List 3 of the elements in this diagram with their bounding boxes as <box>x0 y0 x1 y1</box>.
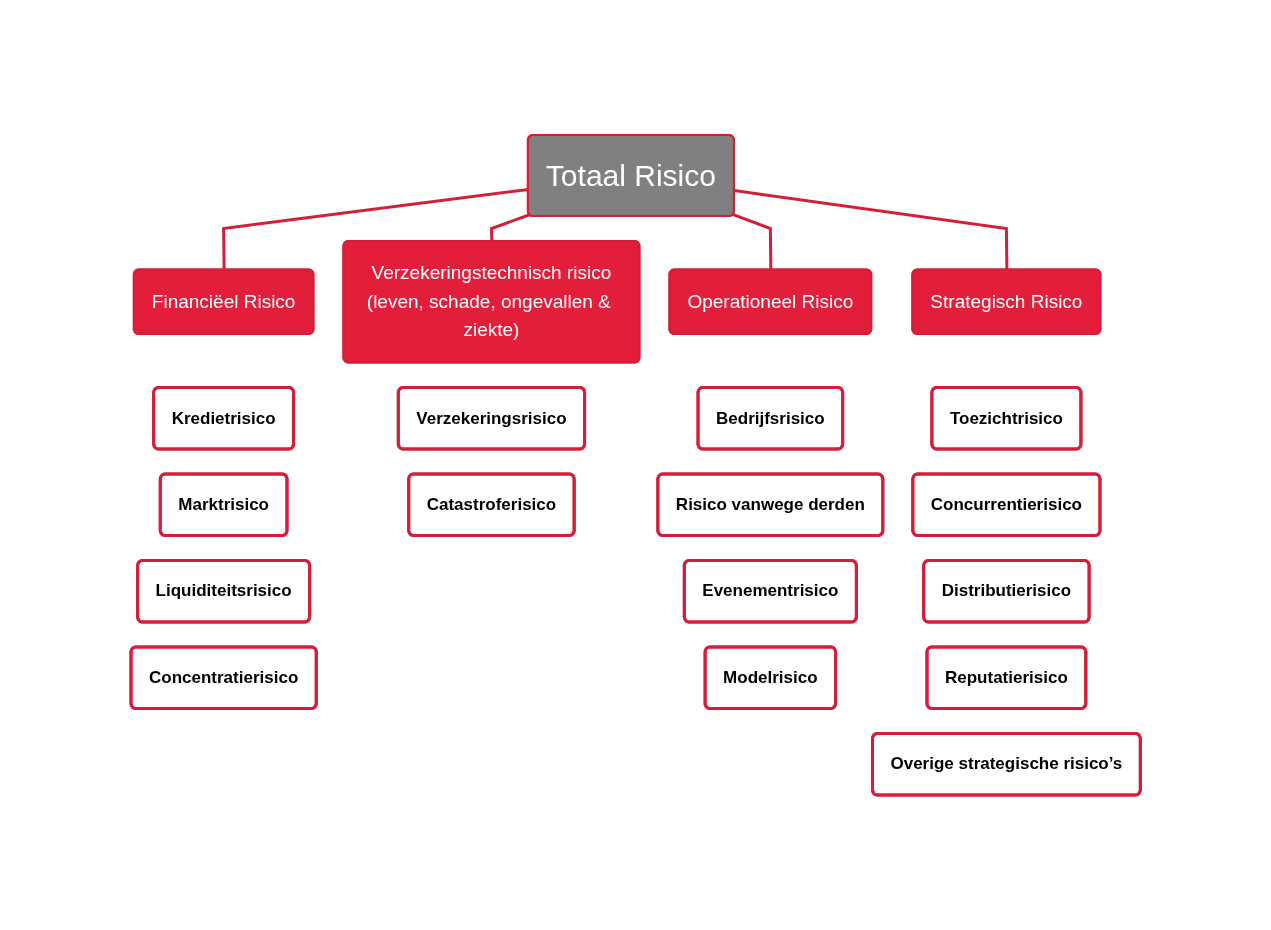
connector <box>734 189 1009 270</box>
connector <box>489 213 530 242</box>
connector <box>221 187 529 271</box>
